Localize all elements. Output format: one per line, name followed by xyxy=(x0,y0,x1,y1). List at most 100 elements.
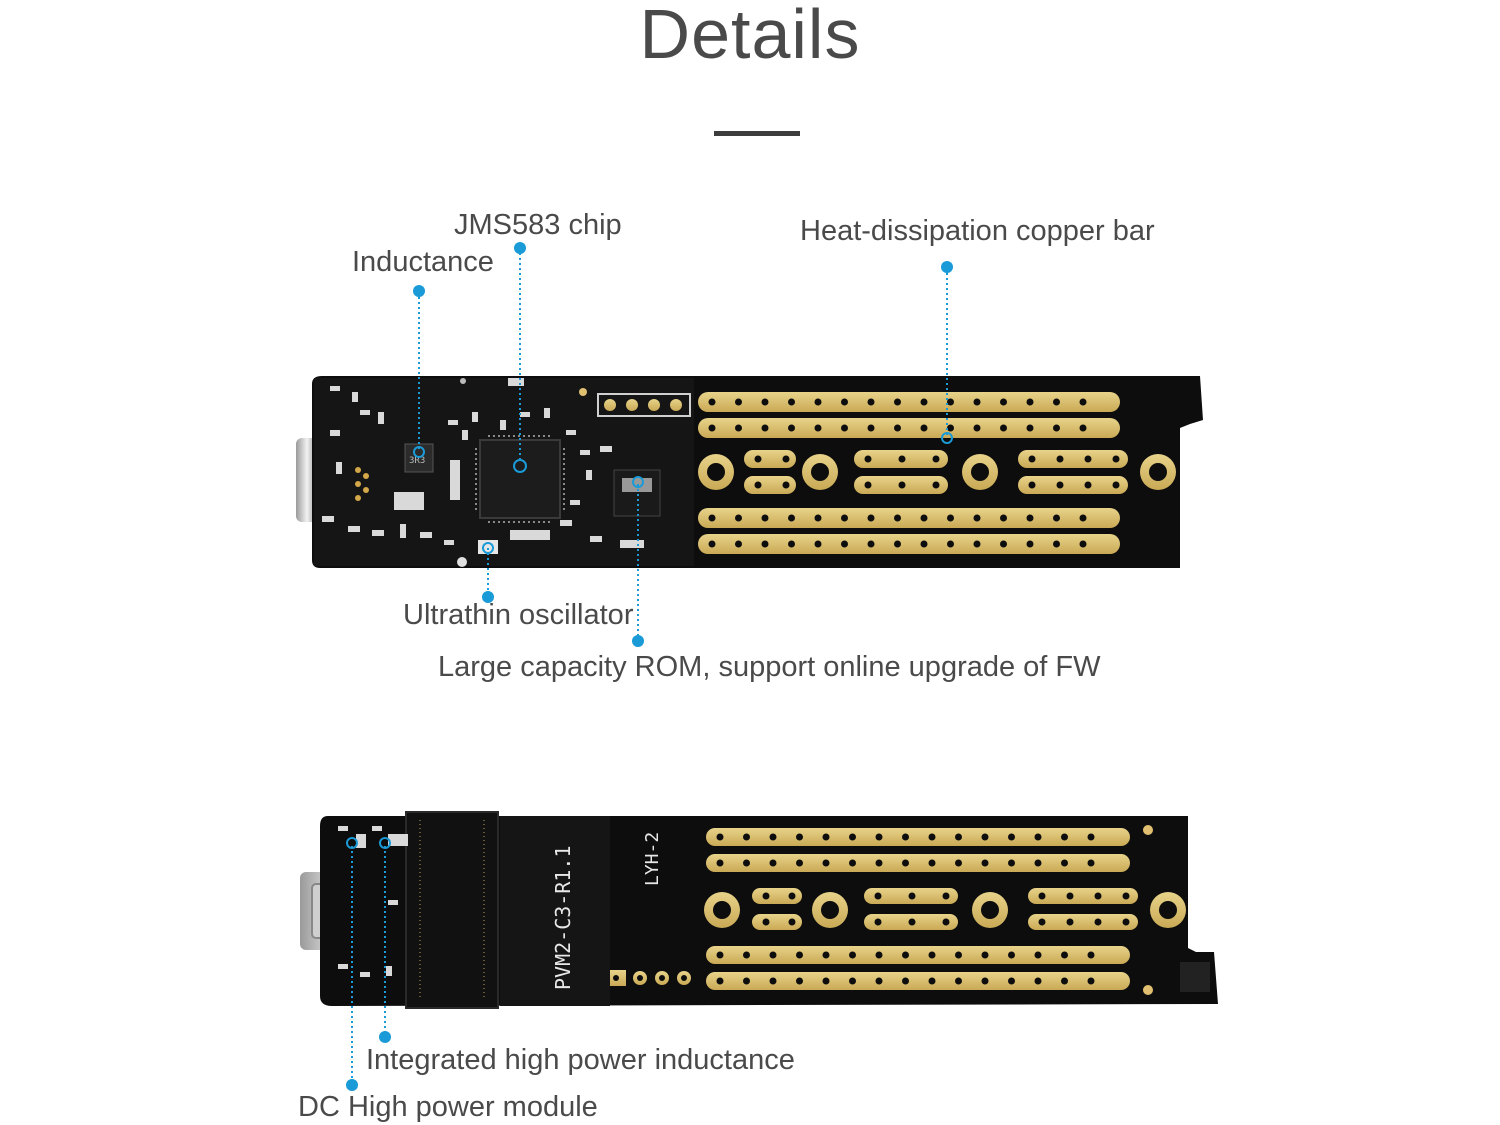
copper-bar-hole xyxy=(1087,833,1095,841)
copper-bar-hole xyxy=(743,951,750,959)
copper-bar-hole xyxy=(788,424,795,432)
copper-bar-hole xyxy=(1038,918,1046,926)
copper-bar-hole xyxy=(754,481,762,489)
top-header-pads xyxy=(597,393,691,417)
copper-bar-hole xyxy=(928,833,936,841)
copper-bar-hole xyxy=(1026,514,1034,522)
copper-bar-hole xyxy=(1079,540,1087,548)
copper-bar-hole xyxy=(942,892,950,900)
copper-bar-hole xyxy=(928,859,936,867)
m2-connector xyxy=(405,811,499,1009)
copper-bar-hole xyxy=(849,977,856,985)
copper-bar-hole xyxy=(1000,424,1007,432)
copper-bar-hole xyxy=(1034,977,1042,985)
copper-bar-hole xyxy=(716,977,724,985)
copper-bar-hole xyxy=(814,398,822,406)
copper-bar-hole xyxy=(867,424,875,432)
copper-bar-hole xyxy=(788,398,795,406)
copper-bar-hole xyxy=(1056,455,1064,463)
bottom-callout-lines xyxy=(351,846,386,1084)
copper-bar-hole xyxy=(908,918,916,926)
copper-bar-hole xyxy=(1122,892,1130,900)
copper-bar-hole xyxy=(920,424,928,432)
copper-bar-hole xyxy=(875,977,883,985)
copper-bar-hole xyxy=(1053,514,1060,522)
copper-bar-hole xyxy=(1084,455,1092,463)
copper-bar-hole xyxy=(1034,833,1042,841)
copper-bar-hole xyxy=(761,398,769,406)
label-jms583-chip: JMS583 chip xyxy=(454,209,622,241)
copper-bar-hole xyxy=(973,514,981,522)
copper-bar-hole xyxy=(955,859,962,867)
copper-bar-hole xyxy=(898,455,906,463)
jms583-chip xyxy=(479,439,561,519)
copper-bar-hole xyxy=(841,540,848,548)
copper-bar-hole xyxy=(708,514,716,522)
copper-bar-hole xyxy=(716,833,724,841)
copper-bar-hole xyxy=(769,977,777,985)
label-dc-high-power-module: DC High power module xyxy=(298,1091,598,1123)
copper-bar-hole xyxy=(902,859,909,867)
copper-bar-hole xyxy=(928,977,936,985)
copper-bar-hole xyxy=(735,514,742,522)
copper-bar-hole xyxy=(743,977,750,985)
copper-bar-hole xyxy=(1087,951,1095,959)
copper-bar-hole xyxy=(1053,398,1060,406)
copper-bar-hole xyxy=(822,859,830,867)
copper-bar-hole xyxy=(932,481,940,489)
copper-bar-hole xyxy=(743,859,750,867)
copper-bar-hole xyxy=(841,514,848,522)
copper-bar-hole xyxy=(1000,514,1007,522)
copper-bar-hole xyxy=(769,951,777,959)
board-model-label: PVM2-C3-R1.1 xyxy=(551,846,575,991)
copper-bar-hole xyxy=(942,918,950,926)
label-ultrathin-oscillator: Ultrathin oscillator xyxy=(403,599,634,631)
copper-bar-hole xyxy=(1026,398,1034,406)
copper-bar-hole xyxy=(761,514,769,522)
copper-bar-hole xyxy=(796,951,803,959)
copper-bar-hole xyxy=(867,514,875,522)
copper-bar-hole xyxy=(1061,833,1068,841)
copper-bar-hole xyxy=(894,540,901,548)
copper-bar-hole xyxy=(708,540,716,548)
copper-bar-hole xyxy=(841,398,848,406)
copper-bar-hole xyxy=(1061,859,1068,867)
copper-bar-hole xyxy=(874,892,882,900)
label-large-capacity-rom: Large capacity ROM, support online upgra… xyxy=(438,651,1101,683)
copper-bar-hole xyxy=(1028,455,1036,463)
copper-bar-hole xyxy=(796,859,803,867)
copper-bar-hole xyxy=(762,918,770,926)
copper-bar-hole xyxy=(849,859,856,867)
copper-bar-hole xyxy=(875,859,883,867)
copper-bar-hole xyxy=(1112,455,1120,463)
copper-bar-hole xyxy=(1079,424,1087,432)
copper-bar-hole xyxy=(902,977,909,985)
copper-bar-hole xyxy=(769,859,777,867)
copper-bar-hole xyxy=(735,540,742,548)
copper-bar-hole xyxy=(1056,481,1064,489)
copper-bar-hole xyxy=(864,481,872,489)
copper-bar-hole xyxy=(867,398,875,406)
copper-bar-hole xyxy=(762,892,770,900)
copper-bar-hole xyxy=(955,977,962,985)
copper-bar-hole xyxy=(875,833,883,841)
copper-bar-hole xyxy=(814,540,822,548)
copper-bar-hole xyxy=(1026,424,1034,432)
copper-bar-hole xyxy=(1000,398,1007,406)
copper-bar-hole xyxy=(761,540,769,548)
label-inductance: Inductance xyxy=(352,246,494,278)
copper-bar-hole xyxy=(1000,540,1007,548)
copper-bar-hole xyxy=(902,951,909,959)
copper-bar-hole xyxy=(708,398,716,406)
copper-bar-hole xyxy=(1026,540,1034,548)
copper-bar-hole xyxy=(973,424,981,432)
copper-bar-hole xyxy=(947,424,954,432)
copper-bar-hole xyxy=(1112,481,1120,489)
copper-bar-hole xyxy=(1066,918,1074,926)
copper-bar-hole xyxy=(981,833,989,841)
copper-bar-hole xyxy=(788,892,796,900)
copper-bar-hole xyxy=(908,892,916,900)
copper-bar-hole xyxy=(708,424,716,432)
bottom-callout-dots xyxy=(346,1031,391,1091)
